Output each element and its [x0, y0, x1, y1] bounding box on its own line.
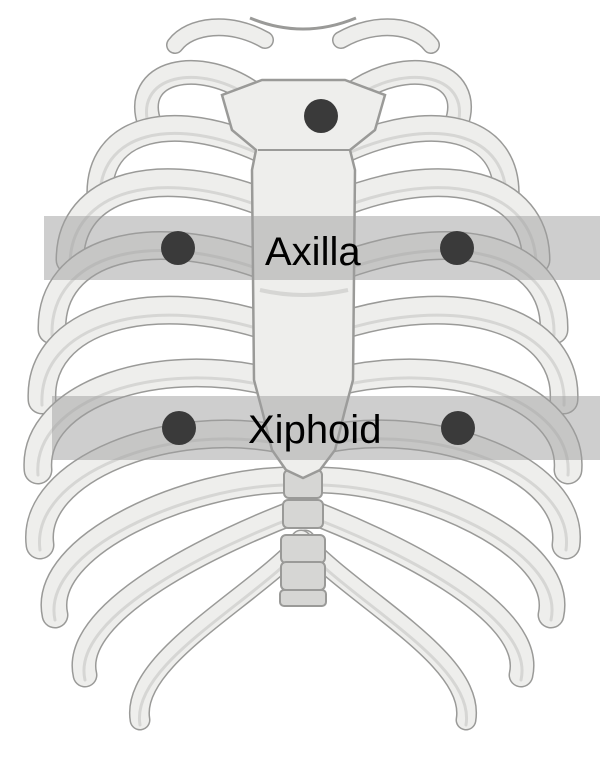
sternal-notch-dot — [304, 99, 338, 133]
vertebra-4 — [281, 562, 325, 590]
vertebra-3 — [281, 535, 325, 563]
xiphoid-right-dot — [441, 411, 475, 445]
sternal-top — [250, 18, 356, 29]
spine-group — [280, 470, 326, 606]
vertebra-2 — [283, 500, 323, 528]
xiphoid-label: Xiphoid — [248, 410, 381, 450]
xiphoid-left-dot — [162, 411, 196, 445]
vertebra-5 — [280, 590, 326, 606]
axilla-left-dot — [161, 231, 195, 265]
axilla-right-dot — [440, 231, 474, 265]
axilla-label: Axilla — [265, 232, 361, 272]
